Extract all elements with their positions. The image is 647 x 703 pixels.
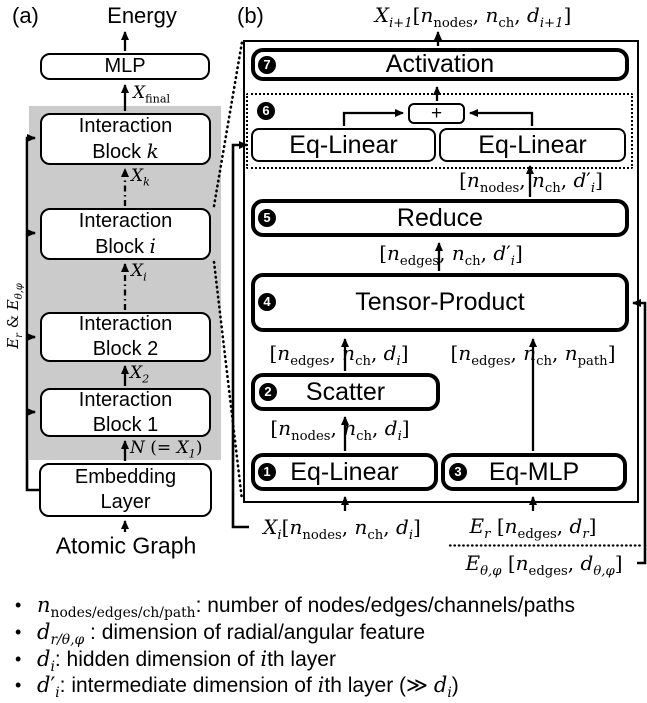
dim-to-scatter: [nnodes, nch, di]	[270, 416, 410, 444]
step-badge-7: 7	[258, 56, 276, 74]
bullet-icon: •	[15, 595, 22, 615]
bullet-icon: •	[15, 622, 22, 642]
zoom-connector-lines	[212, 40, 244, 502]
interaction-block-1: Interaction Block 1	[40, 388, 211, 437]
step-badge-1: 1	[258, 463, 276, 481]
eq-mlp-label: Eq-MLP	[488, 457, 580, 486]
edge-features-label: Er & Eθ,φ	[4, 283, 25, 349]
interaction-block-detail-frame	[243, 40, 639, 503]
block-1-line2: Block 1	[92, 413, 159, 436]
sum-box: +	[408, 103, 465, 124]
eq-mlp-box: Eq-MLP	[441, 453, 627, 491]
legend-item-n-text: nnodes/edges/ch/path: number of nodes/ed…	[37, 593, 576, 622]
reduce-box: Reduce	[251, 199, 629, 237]
input-x-i-label: Xi[nnodes, nch, di]	[263, 515, 421, 543]
panel-b-label: (b)	[237, 3, 264, 28]
bullet-icon: •	[15, 675, 22, 695]
scatter-label: Scatter	[305, 377, 386, 406]
input-e-r-label: Er [nedges, dr]	[469, 514, 597, 542]
bullet-icon: •	[15, 649, 22, 669]
block-2-line2: Block 2	[92, 338, 159, 360]
legend-item-d-hidden: • di: hidden dimension of ith layer	[15, 646, 336, 676]
eq-linear-1-label: Eq-Linear	[290, 457, 399, 486]
block-2-line1: Interaction	[78, 313, 173, 335]
activation-box: Activation	[251, 48, 629, 81]
zoom-connector-bottom	[212, 260, 244, 502]
dim-to-tp-right: [nedges, nch, npath]	[450, 341, 616, 369]
x-i-label: Xi	[131, 261, 147, 284]
block-1-line1: Interaction	[78, 388, 173, 411]
dim-to-tp-left: [nedges, nch, di]	[269, 341, 409, 369]
step-badge-5: 5	[258, 209, 276, 227]
atomic-graph-label: Atomic Graph	[55, 532, 197, 559]
interaction-block-k: Interaction Block k	[40, 113, 211, 165]
eq-linear-right-box: Eq-Linear	[439, 128, 626, 162]
interaction-block-2: Interaction Block 2	[40, 312, 211, 362]
x-final-label: Xfinal	[133, 83, 171, 106]
panel-a-label: (a)	[12, 3, 39, 28]
xi-feed-rail	[231, 141, 249, 529]
tensor-product-box: Tensor-Product	[251, 273, 629, 332]
embedding-line2: Layer	[100, 491, 151, 513]
step-badge-4: 4	[258, 293, 276, 311]
legend-item-n: • nnodes/edges/ch/path: number of nodes/e…	[15, 592, 576, 622]
block-i-line2: Block i	[95, 233, 156, 258]
edge-feature-rail	[25, 134, 39, 492]
plus-sign: +	[430, 102, 443, 124]
legend-item-d-intermediate-text: d′i: intermediate dimension of ith layer…	[37, 673, 459, 702]
arrow-eqlinright-to-sum	[469, 109, 534, 126]
x-k-label: Xk	[131, 166, 150, 189]
x-2-label: X2	[130, 363, 150, 386]
eq-linear-right-label: Eq-Linear	[478, 130, 587, 159]
step-badge-2: 2	[259, 383, 277, 401]
dim-to-reduce: [nedges, nch, d′i]	[379, 241, 523, 269]
arrow-eqlinleft-to-sum	[342, 109, 404, 126]
legend-item-d-feature-text: dr/θ,φ : dimension of radial/angular fea…	[37, 620, 426, 649]
dim-to-eq-linear-right: [nnodes, nch, d′i]	[459, 168, 603, 196]
step-badge-3: 3	[449, 463, 467, 481]
reduce-label: Reduce	[396, 203, 484, 232]
input-e-theta-phi-label: Eθ,φ [nedges, dθ,φ]	[465, 551, 623, 579]
legend-item-d-hidden-text: di: hidden dimension of ith layer	[37, 647, 336, 676]
embedding-layer-box: Embedding Layer	[39, 463, 212, 517]
block-k-line1: Interaction	[78, 114, 173, 137]
interaction-block-i: Interaction Block i	[40, 208, 211, 260]
block-i-line1: Interaction	[78, 209, 173, 232]
legend-item-d-intermediate: • d′i: intermediate dimension of ith laye…	[15, 672, 459, 702]
scatter-box: Scatter	[251, 373, 440, 411]
eq-linear-1-box: Eq-Linear	[251, 453, 438, 491]
step-badge-6: 6	[257, 102, 275, 120]
eq-linear-left-box: Eq-Linear	[251, 128, 436, 162]
output-dim-label: Xi+1[nnodes, nch, di+1]	[374, 3, 572, 31]
block-k-line2: Block k	[92, 138, 159, 163]
tensor-product-label: Tensor-Product	[355, 288, 525, 316]
panel-a-wires	[25, 31, 129, 532]
energy-label: Energy	[107, 3, 177, 28]
zoom-connector-top	[212, 40, 244, 208]
n-x1-label: N (= X1)	[130, 438, 203, 461]
etheta-feed-rail	[632, 299, 647, 565]
activation-label: Activation	[385, 50, 495, 78]
embedding-line1: Embedding	[74, 466, 177, 488]
panel-b-wires	[231, 31, 647, 565]
mlp-label: MLP	[104, 55, 146, 77]
eq-linear-left-label: Eq-Linear	[289, 130, 398, 159]
legend-item-d-feature: • dr/θ,φ : dimension of radial/angular fe…	[15, 619, 426, 649]
mlp-box: MLP	[40, 53, 210, 80]
